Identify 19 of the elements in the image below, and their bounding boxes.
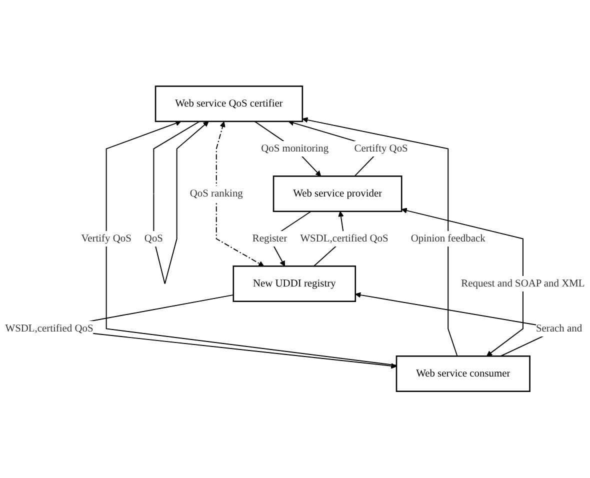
node-box: Web service consumer — [396, 356, 530, 392]
arrow — [153, 121, 209, 284]
node-box: Web service QoS certifier — [154, 86, 304, 122]
node-box: New UDDI registry — [232, 266, 356, 302]
edge-label: QoS ranking — [190, 188, 243, 200]
edge-label: Vertify QoS — [81, 233, 132, 244]
node-box: Web service provider — [272, 176, 402, 212]
edge-label: Serach and — [536, 323, 582, 334]
arrow — [216, 122, 264, 267]
edge-label: Request and SOAP and XML — [461, 278, 585, 290]
arrow — [302, 117, 458, 357]
edge-label: Register — [252, 233, 288, 244]
edge-label: WSDL,certified QoS — [5, 323, 94, 334]
arrow — [401, 208, 524, 356]
edge-label: QoS monitoring — [261, 143, 329, 154]
edge-label: Opinion feedback — [410, 233, 486, 244]
edge-label: WSDL,certified QoS — [300, 233, 388, 244]
edge-label: Certifty QoS — [354, 143, 408, 154]
edge-label: QoS — [144, 233, 163, 244]
